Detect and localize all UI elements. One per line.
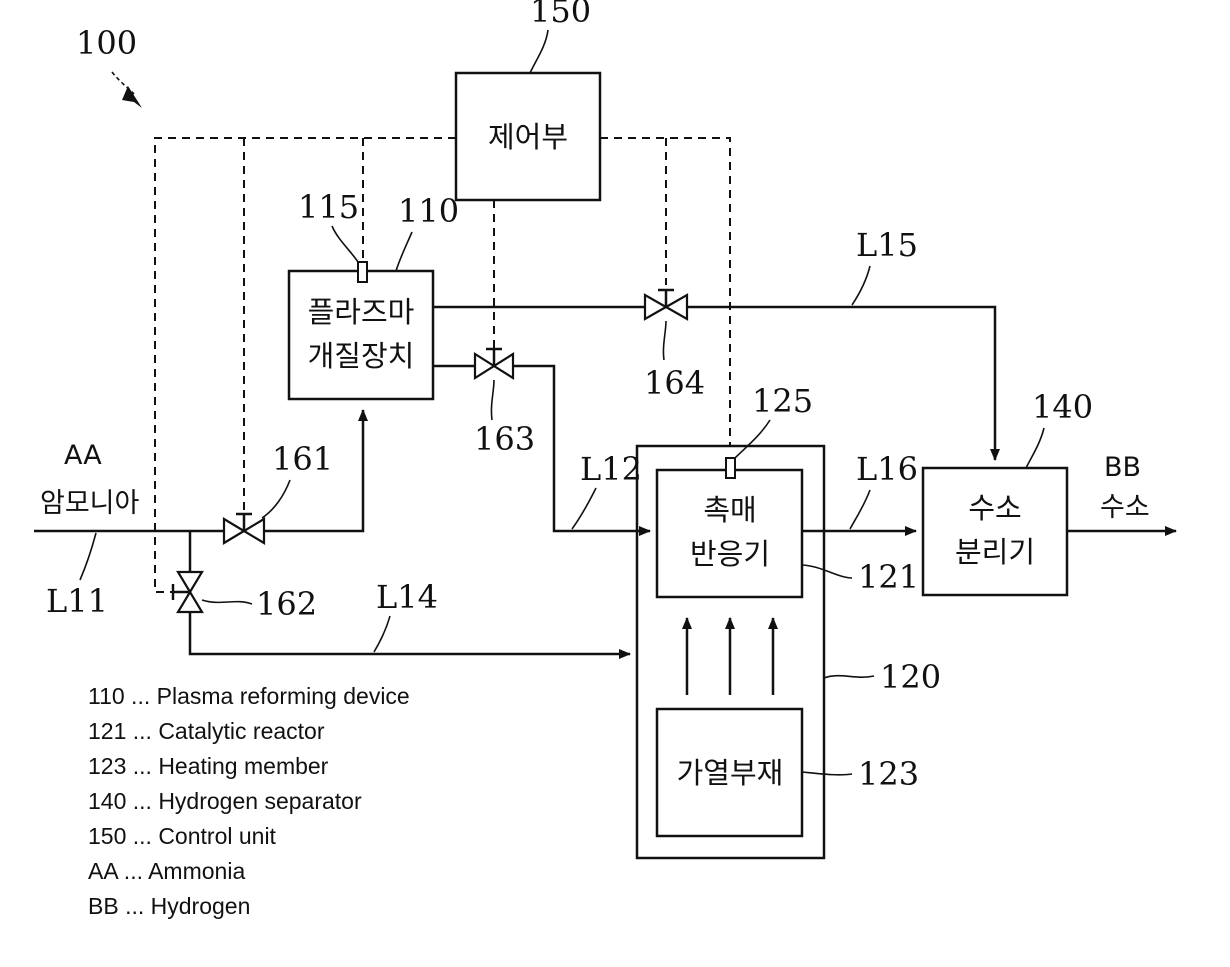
legend-item: 150 ... Control unit <box>88 823 277 849</box>
valve-164-number: 164 <box>644 364 705 402</box>
valve-164 <box>645 290 687 319</box>
ammonia-label: 암모니아 <box>40 488 140 519</box>
valve-161 <box>224 514 264 543</box>
reactor-housing-leader <box>824 676 874 678</box>
legend-item: 140 ... Hydrogen separator <box>88 788 362 814</box>
heating-member-number: 123 <box>858 755 919 793</box>
legend-item: AA ... Ammonia <box>88 858 245 884</box>
valve-161-number: 161 <box>272 440 333 478</box>
plasma-reforming-device-box <box>289 271 433 399</box>
valve-162-leader <box>202 600 252 604</box>
line-L15-leader <box>852 266 870 305</box>
ammonia-code: AA <box>64 440 102 471</box>
hydrogen-label: 수소 <box>1100 492 1150 523</box>
legend-item: BB ... Hydrogen <box>88 893 250 919</box>
line-L16-label: L16 <box>856 450 918 488</box>
valve-163 <box>475 349 513 378</box>
catalytic-reactor-label-line1: 촉매 <box>703 493 756 527</box>
figure-number-arrow <box>122 86 142 108</box>
legend-item: 121 ... Catalytic reactor <box>88 718 325 744</box>
line-L16-leader <box>850 490 870 529</box>
valve-161-leader <box>262 480 290 518</box>
catalytic-reactor-box <box>657 470 802 597</box>
valve-164-leader <box>663 321 666 360</box>
catalytic-reactor-number: 121 <box>858 558 919 596</box>
reactor-housing-number: 120 <box>880 658 941 696</box>
reactor-sensor-number: 125 <box>752 382 813 420</box>
line-L12-leader <box>572 488 596 529</box>
legend: 110 ... Plasma reforming device 121 ... … <box>88 683 410 919</box>
line-L14-label: L14 <box>376 578 438 616</box>
catalytic-reactor-label-line2: 반응기 <box>690 537 770 571</box>
legend-item: 110 ... Plasma reforming device <box>88 683 410 709</box>
hydrogen-separator-label-line1: 수소 <box>968 491 1021 525</box>
valve-162-number: 162 <box>256 585 317 623</box>
legend-item: 123 ... Heating member <box>88 753 329 779</box>
control-unit-leader <box>530 30 548 73</box>
plasma-device-label-line1: 플라즈마 <box>308 295 415 329</box>
hydrogen-separator-leader <box>1026 428 1044 468</box>
hydrogen-separator-box <box>923 468 1067 595</box>
heating-member-label: 가열부재 <box>677 756 784 790</box>
control-unit-label: 제어부 <box>488 120 568 154</box>
line-L15-label: L15 <box>856 226 918 264</box>
plasma-sensor-leader <box>332 226 358 262</box>
line-L12-label: L12 <box>580 450 642 488</box>
plasma-sensor-115 <box>358 262 367 282</box>
control-unit-number: 150 <box>530 0 591 30</box>
hydrogen-separator-number: 140 <box>1032 388 1093 426</box>
line-L14-leader <box>374 616 390 652</box>
figure-number: 100 <box>76 24 137 62</box>
reactor-sensor-125 <box>726 458 735 478</box>
valve-163-leader <box>491 380 494 420</box>
plasma-device-label-line2: 개질장치 <box>308 339 415 373</box>
valve-162 <box>173 572 202 612</box>
hydrogen-code: BB <box>1104 452 1141 483</box>
hydrogen-separator-label-line2: 분리기 <box>955 535 1035 569</box>
plasma-sensor-number: 115 <box>298 188 359 226</box>
plasma-device-number: 110 <box>398 192 459 230</box>
line-L11-label: L11 <box>46 582 108 620</box>
plasma-device-leader <box>396 232 412 271</box>
valve-163-number: 163 <box>474 420 535 458</box>
line-L11-leader <box>80 533 96 580</box>
